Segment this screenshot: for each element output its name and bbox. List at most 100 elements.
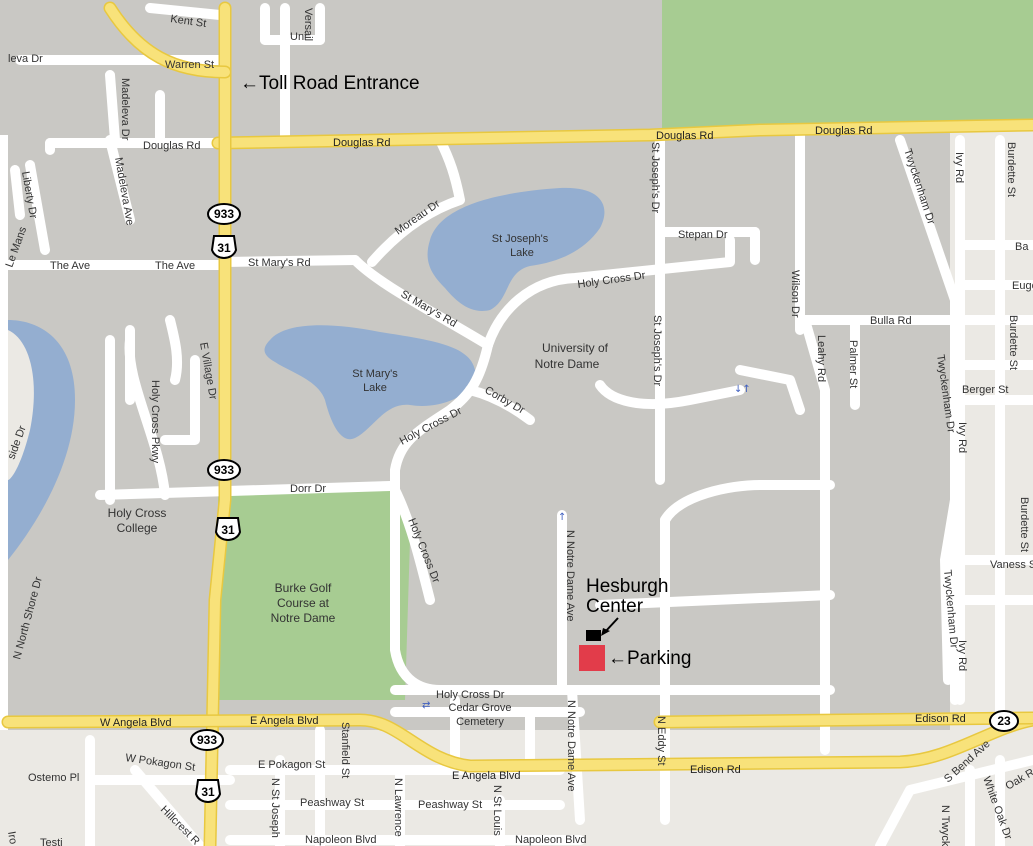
n-eddy-st-label: N Eddy St [655,716,667,766]
hesburgh-pointer-head [601,628,610,636]
eugene-label: Eugen [1012,280,1033,292]
shield-us31-3: 31 [194,779,222,804]
union-label: Uni [290,31,307,43]
hesburgh-center-marker[interactable] [586,630,601,641]
testi-label: Testi [40,837,63,846]
one-way-arrow-icon: ↑ [558,512,566,523]
parking-marker[interactable] [579,645,605,671]
bulla-rd-label: Bulla Rd [870,315,912,327]
shield-label: 31 [221,523,235,537]
shield-label: 933 [214,207,234,221]
shield-us31-2: 31 [214,517,242,542]
st-marys-lake-label-2: Lake [363,382,387,394]
holy-cross-pkwy-label: Holy Cross Pkwy [149,380,161,464]
stanfield-st-label: Stanfield St [339,722,351,778]
madeleva-dr-label: Madeleva Dr [119,78,131,141]
campus-north [0,0,660,135]
burdette-st-label-2: Burdette St [1007,315,1019,370]
burke-golf-course [218,486,410,700]
notre-dame-label-1: University of [542,341,609,355]
cedar-grove-label-2: Cemetery [456,716,504,728]
shield-label: 31 [201,785,215,799]
douglas-rd-label-3: Douglas Rd [656,130,713,142]
douglas-rd-label-1: Douglas Rd [143,140,200,152]
n-st-louis-label: N St Louis [491,785,503,836]
leahy-rd-label: Leahy Rd [815,335,827,382]
shield-label: 933 [214,463,234,477]
napoleon-blvd-label-1: Napoleon Blvd [305,834,377,846]
wilson-dr-label: Wilson Dr [789,270,801,318]
neighborhood-south [0,730,1033,846]
versailles-label: Versail [302,8,314,41]
n-twyck-label: N Twyck [939,805,951,846]
burke-golf-label-1: Burke Golf [275,581,332,595]
palmer-st-label: Palmer St [847,340,859,388]
e-angela-blvd-label-1: E Angela Blvd [250,715,319,727]
n-notre-dame-ave-label-1: N Notre Dame Ave [564,530,576,622]
shield-us31-1: 31 [210,235,238,260]
berger-st-label: Berger St [962,384,1008,396]
n-lawrence-label: N Lawrence [392,778,404,837]
douglas-rd-label-2: Douglas Rd [333,137,390,149]
st-marys-rd-label-1: St Mary's Rd [248,257,311,269]
peashway-st-label-2: Peashway St [418,799,482,811]
shield-in933-3: 933 [190,729,224,751]
park-northeast [662,0,1033,130]
shield-in23: 23 [989,710,1019,732]
st-josephs-dr-label-2: St Joseph's Dr [651,315,663,387]
ivy-rd-label-1: Ivy Rd [953,152,965,183]
st-josephs-lake-label-2: Lake [510,247,534,259]
ostemo-pl-label: Ostemo Pl [28,772,79,784]
ivy-rd-label-2: Ivy Rd [956,422,968,453]
st-josephs-lake [427,187,605,311]
map-border [0,0,8,846]
st-josephs-dr-label-1: St Joseph's Dr [649,142,661,214]
hesburgh-annotation-line2: Center [586,596,644,617]
st-josephs-lake-label-1: St Joseph's [492,233,549,245]
shield-in933-1: 933 [207,203,241,225]
n-st-joseph-label: N St Joseph [269,778,281,838]
notre-dame-label-2: Notre Dame [535,357,600,371]
st-marys-lake-label-1: St Mary's [352,368,398,380]
holy-cross-college-label-2: College [117,521,158,535]
river-bank [8,330,34,480]
n-notre-dame-ave-label-2: N Notre Dame Ave [565,700,577,792]
holy-cross-dr-label-4: Holy Cross Dr [436,689,505,701]
kent-st-label: Kent St [170,13,207,30]
w-angela-blvd-label: W Angela Blvd [100,717,172,729]
warren-st-label: Warren St [165,59,214,71]
stepan-dr-label: Stepan Dr [678,229,728,241]
peashway-st-label-1: Peashway St [300,797,364,809]
edison-rd-label-2: Edison Rd [915,713,966,725]
parking-annotation: ←Parking [608,648,691,669]
burdette-st-label-1: Burdette St [1005,142,1017,197]
ba-label: Ba [1015,241,1029,253]
burke-golf-label-3: Notre Dame [271,611,336,625]
douglas-rd-label-4: Douglas Rd [815,125,872,137]
burdette-st-label-3: Burdette St [1018,497,1030,552]
minor-roads [3,3,1033,846]
napoleon-blvd-label-2: Napoleon Blvd [515,834,587,846]
burke-golf-label-2: Course at [277,596,330,610]
toll-road-annotation: ←Toll Road Entrance [240,73,420,94]
shield-label: 31 [217,241,231,255]
vaness-label: Vaness S [990,559,1033,571]
shield-label: 933 [197,733,217,747]
the-ave-label-1: The Ave [50,260,90,272]
iro-label: Iro [5,830,19,845]
the-ave-label-2: The Ave [155,260,195,272]
eleva-dr-label: leva Dr [8,53,43,65]
shield-label: 23 [997,714,1011,728]
st-marys-lake [264,325,476,440]
one-way-arrow-icon: ⇄ [422,700,430,711]
dorr-dr-label: Dorr Dr [290,483,326,495]
holy-cross-college-label-1: Holy Cross [108,506,167,520]
hesburgh-pointer-arrow [604,617,619,633]
shield-in933-2: 933 [207,459,241,481]
cedar-grove-label-1: Cedar Grove [449,702,512,714]
e-angela-blvd-label-2: E Angela Blvd [452,770,521,782]
e-pokagon-st-label: E Pokagon St [258,759,325,771]
